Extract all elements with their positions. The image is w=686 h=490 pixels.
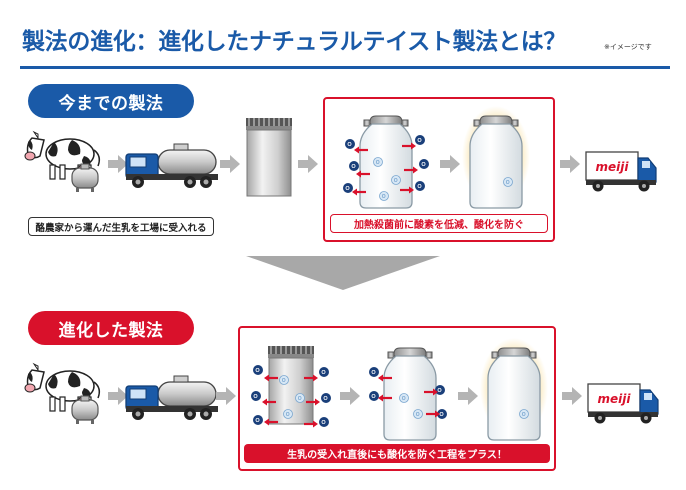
image-note: ※イメージです bbox=[604, 43, 652, 51]
title-underline bbox=[20, 66, 670, 69]
flow-arrow bbox=[560, 155, 580, 173]
farm-caption: 酪農家から運んだ生乳を工場に受入れる bbox=[28, 217, 214, 236]
flow-arrow bbox=[108, 155, 128, 173]
silo-tank-icon bbox=[245, 117, 293, 197]
delivery-truck-icon bbox=[587, 383, 659, 425]
process-caption-previous: 加熱殺菌前に酸素を低減、酸化を防ぐ bbox=[330, 214, 548, 233]
oxidation-prevention-box bbox=[238, 326, 556, 471]
oxidation-prevention-box bbox=[323, 97, 555, 242]
flow-arrow bbox=[220, 155, 240, 173]
flow-arrow bbox=[298, 155, 318, 173]
flow-arrow bbox=[562, 387, 582, 405]
process-caption-evolved: 生乳の受入れ直後にも酸化を防ぐ工程をプラス！ bbox=[244, 444, 550, 463]
page-title: 製法の進化：進化したナチュラルテイスト製法とは？ bbox=[22, 29, 567, 55]
evolution-arrow bbox=[246, 256, 440, 290]
flow-arrow bbox=[108, 387, 128, 405]
delivery-truck-icon bbox=[585, 151, 657, 193]
tanker-truck-icon bbox=[125, 375, 219, 421]
section-label-evolved: 進化した製法 bbox=[28, 311, 194, 345]
flow-arrow bbox=[216, 387, 236, 405]
section-label-previous: 今までの製法 bbox=[28, 84, 194, 118]
tanker-truck-icon bbox=[125, 143, 219, 189]
